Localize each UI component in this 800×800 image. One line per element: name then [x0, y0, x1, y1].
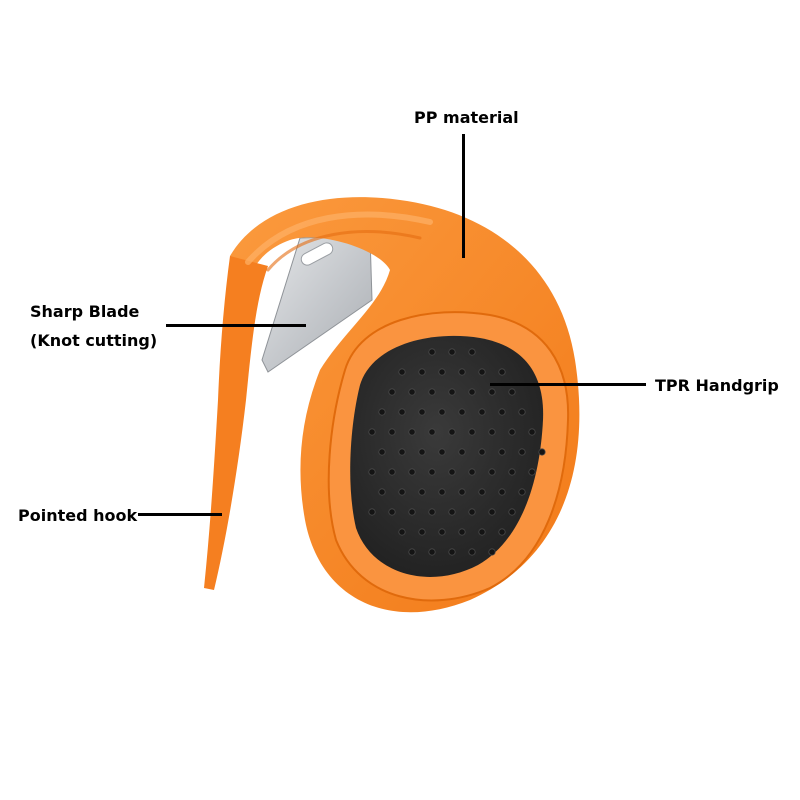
grip-dot	[448, 348, 456, 356]
grip-dot	[408, 548, 416, 556]
grip-dot	[428, 548, 436, 556]
pp-material-label: PP material	[414, 108, 519, 127]
pointed-hook-leader	[138, 513, 222, 516]
grip-dot	[388, 388, 396, 396]
grip-dot	[438, 408, 446, 416]
grip-dot	[448, 428, 456, 436]
grip-dot	[378, 488, 386, 496]
grip-dot	[438, 368, 446, 376]
grip-dot	[498, 408, 506, 416]
grip-dot	[498, 448, 506, 456]
grip-dot	[498, 528, 506, 536]
grip-dot	[428, 468, 436, 476]
grip-dot	[508, 388, 516, 396]
grip-dot	[418, 408, 426, 416]
pointed-hook-label: Pointed hook	[18, 506, 138, 525]
grip-dot	[448, 508, 456, 516]
sharp-blade-label: Sharp Blade	[30, 302, 140, 321]
grip-dot	[478, 448, 486, 456]
grip-dot	[448, 388, 456, 396]
blade-slot	[300, 242, 334, 266]
tpr-handgrip-label: TPR Handgrip	[655, 376, 779, 395]
grip-dot	[468, 548, 476, 556]
grip-dot	[378, 448, 386, 456]
grip-dot	[478, 408, 486, 416]
grip-dot	[518, 448, 526, 456]
grip-dot	[438, 528, 446, 536]
grip-dot	[398, 368, 406, 376]
grip-dot	[488, 468, 496, 476]
grip-dot	[388, 508, 396, 516]
grip-dot	[418, 488, 426, 496]
grip-dot	[478, 488, 486, 496]
grip-dot	[438, 488, 446, 496]
grip-dot	[368, 468, 376, 476]
grip-dot	[458, 448, 466, 456]
grip-texture	[368, 348, 546, 556]
grip-dot	[518, 408, 526, 416]
grip-dot	[408, 508, 416, 516]
grip-dot	[408, 388, 416, 396]
grip-dot	[388, 468, 396, 476]
pointed-hook-arm	[204, 256, 268, 590]
knot-cutting-label: (Knot cutting)	[30, 331, 158, 350]
grip-dot	[488, 548, 496, 556]
grip-dot	[468, 348, 476, 356]
grip-dot	[458, 528, 466, 536]
grip-dot	[418, 368, 426, 376]
grip-dot	[458, 368, 466, 376]
grip-dot	[418, 448, 426, 456]
grip-dot	[458, 408, 466, 416]
grip-dot	[508, 428, 516, 436]
grip-dot	[488, 428, 496, 436]
grip-dot	[508, 508, 516, 516]
grip-dot	[428, 428, 436, 436]
grip-dot	[468, 428, 476, 436]
grip-dot	[468, 508, 476, 516]
grip-dot	[398, 448, 406, 456]
grip-dot	[528, 468, 536, 476]
grip-dot	[478, 528, 486, 536]
grip-dot	[368, 428, 376, 436]
grip-dot	[408, 428, 416, 436]
grip-dot	[378, 408, 386, 416]
grip-dot	[468, 468, 476, 476]
grip-dot	[538, 448, 546, 456]
grip-dot	[468, 388, 476, 396]
grip-dot	[428, 348, 436, 356]
grip-dot	[408, 468, 416, 476]
grip-dot	[398, 408, 406, 416]
grip-dot	[388, 428, 396, 436]
grip-dot	[418, 528, 426, 536]
grip-dot	[488, 388, 496, 396]
grip-dot	[368, 508, 376, 516]
grip-dot	[498, 488, 506, 496]
tpr-handgrip-leader	[490, 383, 646, 386]
grip-dot	[448, 548, 456, 556]
grip-dot	[478, 368, 486, 376]
grip-dot	[528, 428, 536, 436]
grip-dot	[438, 448, 446, 456]
tpr-handgrip	[350, 335, 544, 577]
grip-dot	[428, 508, 436, 516]
grip-dot	[508, 468, 516, 476]
body-ridge	[245, 211, 433, 265]
grip-dot	[448, 468, 456, 476]
grip-dot	[458, 488, 466, 496]
grip-dot	[488, 508, 496, 516]
grip-dot	[428, 388, 436, 396]
grip-dot	[398, 528, 406, 536]
body-ridge-lower	[266, 230, 422, 272]
sharp-blade-leader	[166, 324, 306, 327]
grip-dot	[518, 488, 526, 496]
grip-dot	[498, 368, 506, 376]
grip-dot	[398, 488, 406, 496]
pp-material-leader	[462, 134, 465, 258]
